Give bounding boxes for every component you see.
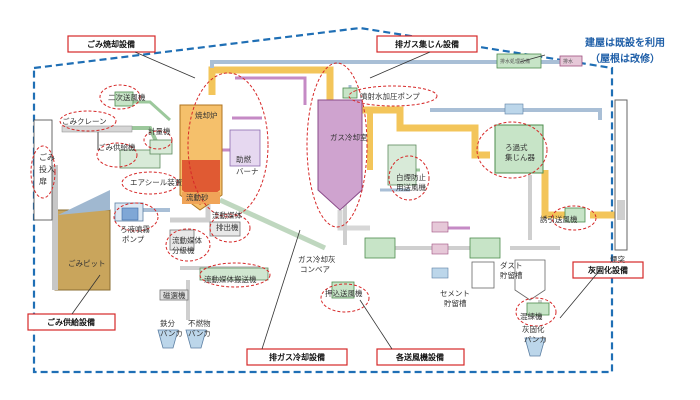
section-incineration: ごみ焼却設備 [87,39,135,49]
section-label-boxes [27,35,644,366]
burner-box [229,129,261,167]
label-bag-filter2: 集じん器 [505,152,535,162]
label-kneader: 混練機 [520,311,543,321]
label-spray-pump: 噴射水加圧ポンプ [360,91,420,101]
weigh-box [149,139,173,155]
incombustible-bunker [185,329,207,349]
cement-tank [471,261,495,289]
magnet-box [159,289,189,301]
label-crane: ごみクレーン [62,116,107,126]
label-hopper-col2: 投入 [39,164,55,174]
label-air-seal: エアシール装置 [130,177,183,187]
label-filter-pump1: ろ液噴霧 [120,224,150,234]
ash-conv-box [364,237,396,259]
pink-box-2 [431,243,449,255]
ash-fix-bunker [524,337,546,357]
pink-box-1 [431,221,449,233]
label-ash-conv2: コンベア [300,265,330,274]
stack-mid [617,200,625,220]
hopper-panel [33,119,53,221]
label-white-smoke2: 用送風機 [396,182,426,192]
label-ash-fix1: 灰固化 [522,324,545,334]
label-dust2: 貯留槽 [500,270,523,280]
label-burner1: 助燃 [236,154,251,164]
small-blue-box [121,207,139,221]
label-induced-fan: 誘引送風機 [540,214,578,224]
label-ash-conv1: ガス冷却灰 [298,254,336,264]
section-dust-collection: 排ガス集じん設備 [395,39,459,49]
induced-fan-box [564,207,586,223]
label-dust1: ダスト [500,260,523,270]
label-feeder: ごみ供給機 [98,142,136,152]
label-stack: 煙突 [610,254,625,264]
label-medium-sep1: 流動媒体 [172,235,202,245]
crane-rail [61,125,133,133]
label-fluid-sand: 流動砂 [186,192,209,202]
iron-bunker [157,329,179,349]
leader-lines [71,51,601,350]
label-treat-water: 排水処理設備 [500,58,530,65]
label-drain: 排水 [563,58,573,65]
white-smoke-box [387,144,417,186]
label-push-fan: 押込送風機 [325,288,363,298]
label-iron1: 鉄分 [160,318,175,328]
kneader-box [526,302,550,316]
pit-wall [52,165,58,290]
label-weigh: 計量機 [148,126,171,136]
medium-conveyor [199,267,269,281]
label-magnet: 磁選機 [163,290,186,300]
label-air-fan: 二次送風機 [108,92,146,102]
garbage-pit [54,209,111,291]
label-burner2: バーナ [236,167,259,176]
label-cooling-chamber: ガス冷却室 [330,132,368,142]
label-medium-out1: 流動媒体 [212,210,242,220]
section-feeding: ごみ供給設備 [47,317,95,327]
pit-slope [58,190,110,215]
medium-separator-box [169,229,195,251]
label-hopper-col1: ごみ [39,152,55,162]
label-cement1: セメント [440,289,470,298]
label-white-smoke1: 白煙防止 [396,172,426,182]
label-hopper-col3: 扉 [39,176,47,186]
label-medium-sep2: 分級機 [172,245,195,255]
label-cement2: 貯留槽 [444,298,467,308]
fluid-sand-bed [182,192,220,204]
label-incomb1: 不燃物 [188,318,211,328]
label-furnace: 焼却炉 [195,110,218,120]
spray-pump-box [342,87,358,99]
section-gas-cooling: 排ガス冷却設備 [269,352,325,362]
air-fan-box [114,91,134,107]
drain-box [559,55,583,67]
label-pit: ごみピット [68,258,106,268]
equipment-groups [30,62,597,327]
label-incomb2: バンカ [188,329,211,338]
stack-body [614,99,628,251]
push-fan-box [331,281,355,299]
label-iron2: バンカ [160,329,183,338]
label-ash-fix2: バンカ [524,335,547,344]
dust-tank [514,259,546,301]
ash-conv-box2 [469,237,501,259]
label-medium-conv: 流動媒体搬送機 [204,274,257,284]
blue-box-4 [504,103,524,115]
label-bag-filter1: ろ過式 [505,142,528,152]
treat-water-box [496,53,542,69]
blue-box-3 [431,267,449,279]
label-medium-out2: 排出機 [216,222,239,232]
bag-filter-box [494,124,544,174]
building-note-line1: 建屋は既設を利用 [584,36,665,49]
cooling-chamber-body [317,99,363,211]
section-blowers: 各送風機設備 [395,352,444,362]
feeder-box [119,149,161,169]
label-filter-pump2: ポンプ [122,235,145,244]
section-ash-solidification: 灰固化設備 [588,265,628,275]
building-note-line2: （屋根は改修） [590,52,660,65]
